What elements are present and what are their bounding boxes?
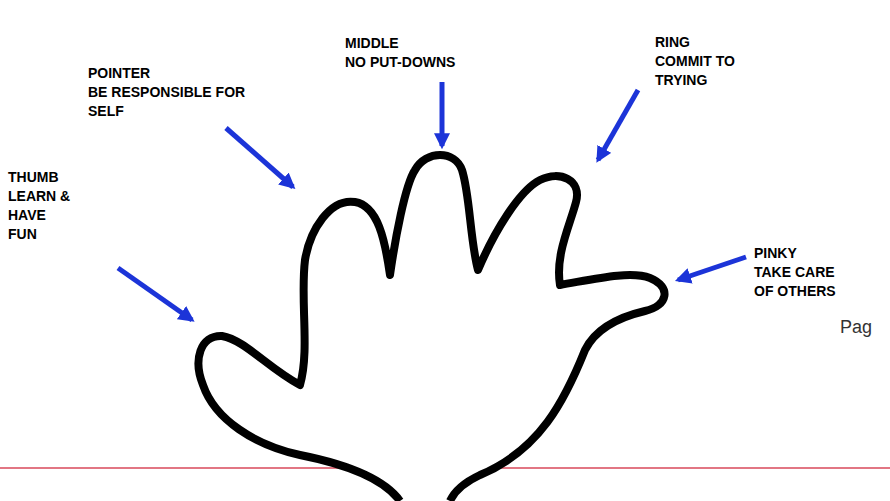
rule-text: LEARN & HAVE FUN	[8, 187, 74, 244]
leader-arrow	[440, 82, 445, 146]
finger-name: MIDDLE	[345, 34, 545, 53]
leader-arrow	[678, 257, 746, 280]
rule-text: TAKE CARE OF OTHERS	[754, 263, 852, 301]
hand-outline	[199, 155, 665, 501]
leader-arrow	[598, 90, 638, 160]
finger-name: PINKY	[754, 244, 852, 263]
rule-text: COMMIT TO TRYING	[655, 52, 759, 90]
leader-arrows	[118, 82, 746, 320]
finger-name: RING	[655, 33, 759, 52]
rule-text: BE RESPONSIBLE FOR SELF	[88, 83, 278, 121]
finger-name: POINTER	[88, 64, 278, 83]
page-number: Pag	[840, 318, 886, 337]
leader-arrow	[118, 268, 192, 320]
finger-name: THUMB	[8, 168, 74, 187]
leader-arrow	[226, 128, 293, 187]
rule-text: NO PUT-DOWNS	[345, 53, 545, 72]
